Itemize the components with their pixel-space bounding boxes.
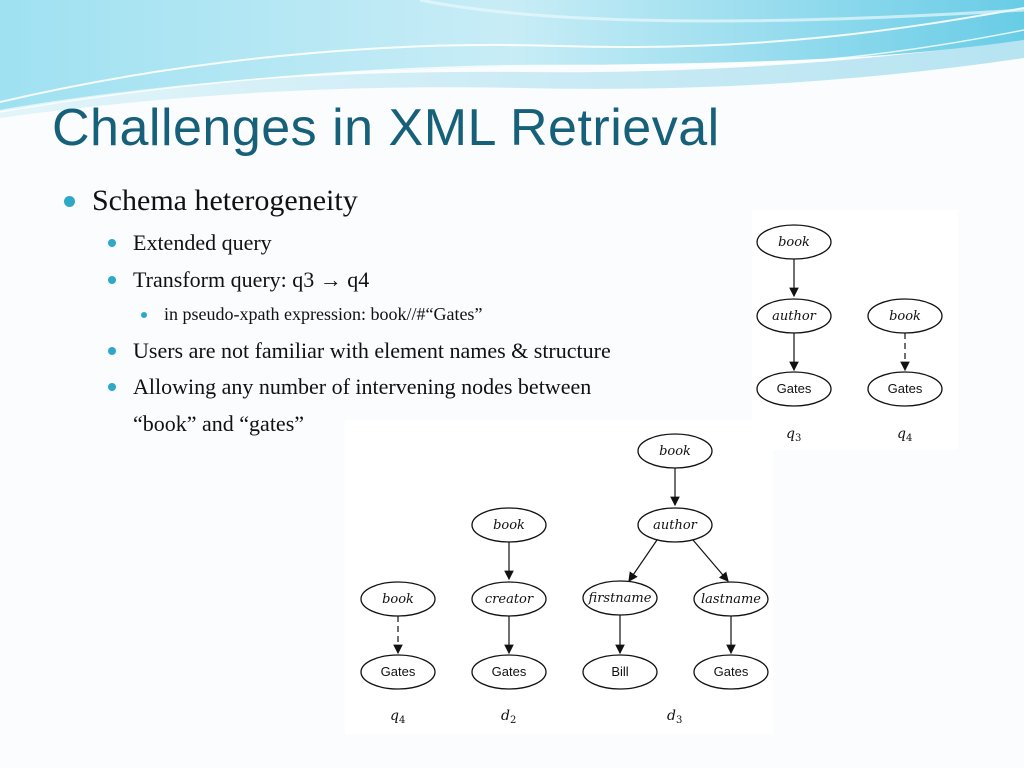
d3-node-author (637, 507, 713, 543)
q4-node-gates-label: Gates (888, 381, 923, 396)
q4b-caption: q4 (390, 708, 405, 726)
bullet-dot (141, 312, 147, 318)
bullet-dot (64, 196, 75, 207)
q3-caption: q3 (786, 426, 801, 444)
d2-node-gates-label: Gates (492, 664, 527, 679)
query-trees-diagram: book author Gates q3 book Gates q4 (756, 224, 943, 444)
q3-node-author-label: author (772, 309, 817, 324)
q4b-node-book-label: book (382, 592, 414, 607)
d3-edge-author-lastname (692, 539, 729, 582)
d3-node-lastname-label: lastname (701, 592, 761, 607)
d3-edge-author-firstname (628, 539, 658, 582)
q3-node-gates-label: Gates (777, 381, 812, 396)
bullet-users-not-familiar: Users are not familiar with element name… (133, 338, 611, 363)
d3-node-author-label: author (653, 518, 698, 533)
q4-node-gates (867, 371, 943, 407)
d3-node-gates-label: Gates (714, 664, 749, 679)
q4-caption: q4 (897, 426, 912, 444)
d3-caption: d3 (667, 708, 682, 726)
document-trees-figure: book Gates q4 book creator Gates d2 book… (345, 420, 773, 734)
bullet-allowing-nodes-cont: “book” and “gates” (133, 411, 305, 436)
d2-node-book-label: book (493, 518, 525, 533)
slide-title: Challenges in XML Retrieval (52, 99, 720, 157)
d2-caption: d2 (501, 708, 516, 726)
bullet-pseudo-xpath: in pseudo-xpath expression: book//#“Gate… (164, 304, 483, 324)
document-trees-diagram: book Gates q4 book creator Gates d2 book… (360, 433, 769, 726)
q3-node-book-label: book (778, 235, 810, 250)
q3-node-gates (756, 371, 832, 407)
query-trees-figure: book author Gates q3 book Gates q4 (752, 210, 958, 450)
q4b-node-gates (360, 654, 436, 690)
d3-node-firstname-label: firstname (588, 591, 652, 606)
bullet-dot (108, 347, 116, 355)
d2-node-creator-label: creator (485, 592, 534, 607)
d3-node-book-label: book (659, 444, 691, 459)
bullet-allowing-nodes: Allowing any number of intervening nodes… (133, 374, 592, 399)
bullet-extended-query: Extended query (133, 230, 272, 255)
q4b-node-gates-label: Gates (381, 664, 416, 679)
bullet-dot (108, 276, 116, 284)
d3-node-bill (582, 654, 658, 690)
bullet-transform-query: Transform query: q3 → q4 (133, 267, 370, 292)
d2-node-gates (471, 654, 547, 690)
bullet-dot (108, 383, 116, 391)
bullet-dot (108, 239, 116, 247)
d3-node-gates (693, 654, 769, 690)
q4-node-book-label: book (889, 309, 921, 324)
bullet-schema-heterogeneity: Schema heterogeneity (92, 184, 358, 217)
d3-node-bill-label: Bill (611, 664, 628, 679)
